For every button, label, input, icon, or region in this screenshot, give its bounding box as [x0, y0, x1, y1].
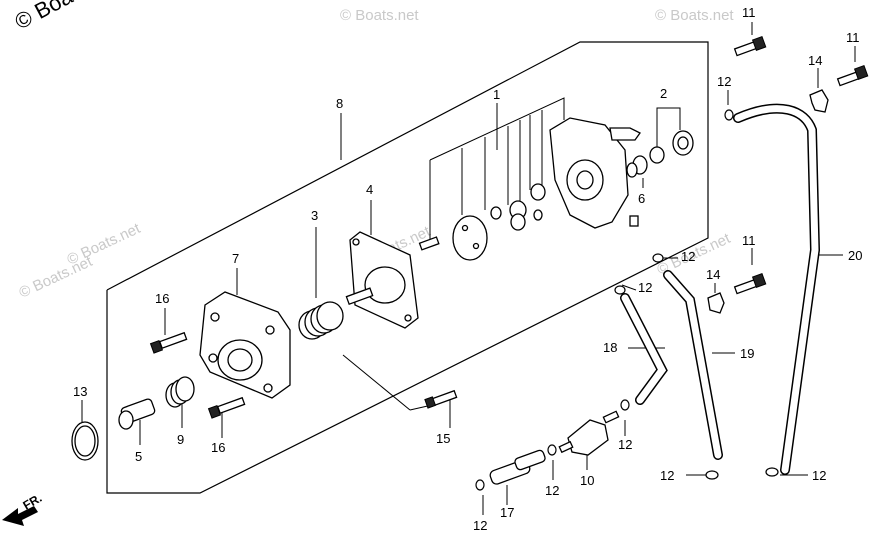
watermark: © Boats.net — [340, 7, 419, 24]
bolt-part-11-right — [836, 64, 869, 87]
front-direction-arrow-icon: FR. — [2, 491, 44, 526]
watermark: © Boats.net — [65, 220, 144, 269]
label-12b: 12 — [681, 249, 695, 264]
fitting-part-6 — [626, 155, 648, 178]
label-14b: 14 — [706, 267, 720, 282]
clip-part-12-group — [475, 109, 779, 491]
leader-lines — [81, 22, 856, 515]
clamp-part-14-mid — [707, 292, 725, 314]
label-20: 20 — [848, 248, 862, 263]
fuel-filter-part-10 — [558, 410, 620, 456]
label-17: 17 — [500, 505, 514, 520]
label-11b: 11 — [846, 30, 860, 45]
label-12c: 12 — [638, 280, 652, 295]
joint-part-17 — [489, 449, 546, 485]
label-16a: 16 — [155, 291, 169, 306]
clamp-part-14-top — [809, 89, 829, 113]
assembly-outline — [106, 41, 709, 494]
valve-part-5 — [118, 398, 156, 430]
o-ring-part-13 — [71, 421, 99, 461]
label-5: 5 — [135, 449, 142, 464]
diaphragm-part-4 — [345, 231, 419, 329]
label-7: 7 — [232, 251, 239, 266]
label-18: 18 — [603, 340, 617, 355]
bolt-part-11-top — [733, 35, 767, 57]
label-11a: 11 — [742, 5, 756, 20]
label-2: 2 — [660, 86, 667, 101]
copyright-mark: © Boats.net — [11, 0, 125, 34]
label-6: 6 — [638, 191, 645, 206]
watermark: © Boats.net — [655, 7, 734, 24]
pump-cover-part-8 — [549, 117, 641, 229]
check-valve-set-part-1 — [418, 183, 546, 261]
label-3: 3 — [311, 208, 318, 223]
label-8: 8 — [336, 96, 343, 111]
fitting-part-2 — [649, 130, 694, 164]
spring-part-3 — [298, 301, 344, 340]
label-12h: 12 — [812, 468, 826, 483]
label-12d: 12 — [618, 437, 632, 452]
hose-part-20 — [733, 103, 821, 475]
label-19: 19 — [740, 346, 754, 361]
label-1: 1 — [493, 87, 500, 102]
pump-body-part-7 — [199, 291, 291, 399]
label-12a: 12 — [717, 74, 731, 89]
label-12e: 12 — [545, 483, 559, 498]
label-11c: 11 — [742, 233, 756, 248]
bolt-part-11-mid — [733, 272, 767, 295]
label-9: 9 — [177, 432, 184, 447]
screw-part-15 — [424, 389, 458, 409]
label-10: 10 — [580, 473, 594, 488]
hose-part-18 — [620, 293, 668, 405]
label-12g: 12 — [660, 468, 674, 483]
label-13: 13 — [73, 384, 87, 399]
part-number-labels: 1 2 3 4 5 6 7 8 9 10 11 11 11 12 12 12 1… — [73, 5, 862, 533]
label-14a: 14 — [808, 53, 822, 68]
label-15: 15 — [436, 431, 450, 446]
label-12f: 12 — [473, 518, 487, 533]
label-4: 4 — [366, 182, 373, 197]
front-direction-label: FR. — [21, 491, 45, 513]
screw-part-16-lower — [207, 396, 246, 419]
hose-part-19 — [663, 270, 723, 460]
spring-part-9 — [165, 376, 195, 408]
screw-part-16-upper — [149, 331, 188, 354]
label-16b: 16 — [211, 440, 225, 455]
